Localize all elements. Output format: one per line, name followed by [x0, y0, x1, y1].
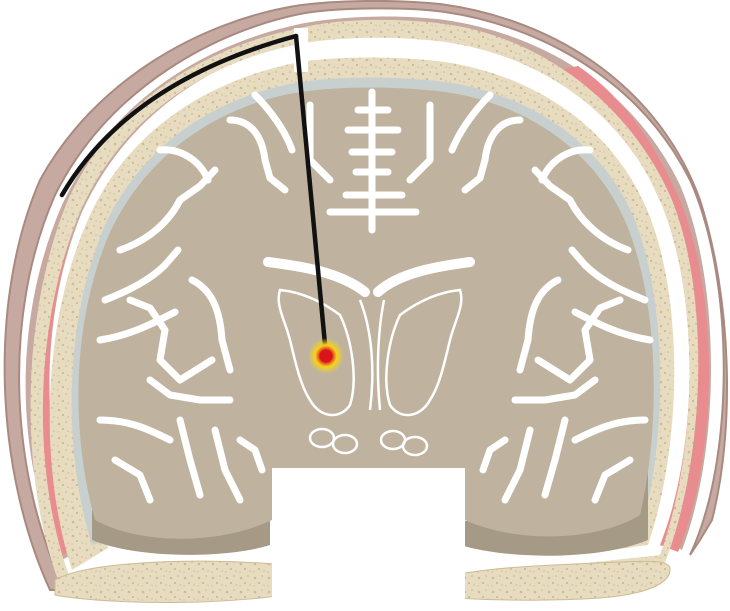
skull-base-right	[430, 561, 670, 600]
base-opening-lower	[318, 575, 430, 611]
stimulation-target-core	[320, 350, 333, 363]
